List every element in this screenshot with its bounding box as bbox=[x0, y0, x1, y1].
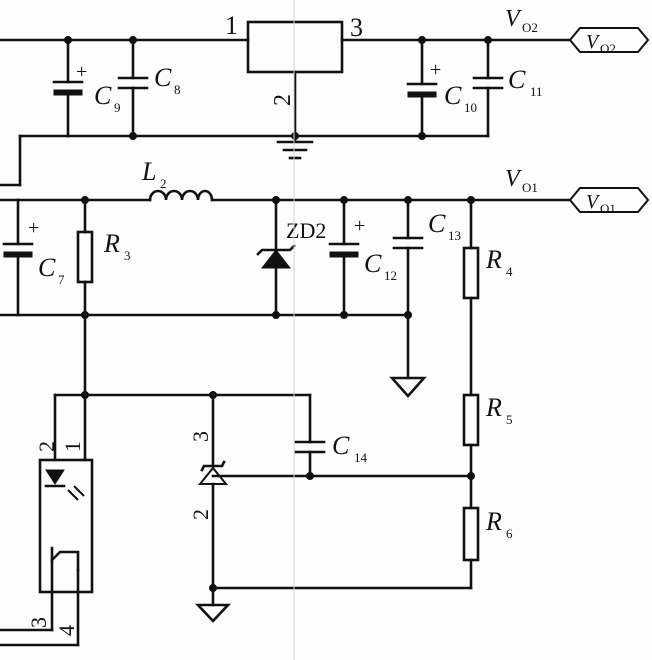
svg-text:V: V bbox=[586, 31, 601, 53]
inductor-l2 bbox=[148, 189, 214, 202]
c13-sub: 13 bbox=[448, 228, 461, 243]
zener-diode-zd2 bbox=[256, 198, 296, 317]
vo1-output-tag: V O1 bbox=[568, 187, 650, 216]
vo1-rail bbox=[0, 196, 572, 204]
regulator-pin3: 3 bbox=[350, 13, 363, 42]
svg-text:O2: O2 bbox=[600, 41, 616, 56]
c9-polarity: + bbox=[76, 61, 87, 83]
voltage-regulator: 1 3 2 bbox=[225, 11, 363, 142]
c10-sub: 10 bbox=[464, 100, 477, 115]
c14-label: C bbox=[332, 431, 350, 460]
capacitor-c7: + bbox=[2, 198, 39, 317]
capacitor-c14 bbox=[294, 393, 326, 478]
r6-label: R bbox=[485, 507, 502, 536]
ground-symbol-vo1 bbox=[389, 376, 427, 398]
capacitor-c8 bbox=[117, 38, 149, 138]
optocoupler bbox=[38, 458, 94, 594]
r4-sub: 4 bbox=[506, 264, 513, 279]
c10-polarity: + bbox=[430, 59, 441, 81]
r6-sub: 6 bbox=[506, 526, 513, 541]
voltage-divider bbox=[462, 198, 480, 590]
capacitor-c13 bbox=[392, 198, 424, 380]
opto-pin2: 2 bbox=[34, 441, 59, 452]
vo2-rail bbox=[0, 36, 572, 44]
c10-label: C bbox=[444, 81, 462, 110]
opto-pin3: 3 bbox=[26, 617, 51, 628]
vo2-output-tag: V O2 bbox=[568, 27, 650, 56]
vo1-label: V bbox=[505, 166, 522, 192]
regulator-pin1: 1 bbox=[225, 11, 238, 40]
c7-sub: 7 bbox=[58, 272, 65, 287]
c12-sub: 12 bbox=[384, 268, 397, 283]
r5-sub: 5 bbox=[506, 412, 513, 427]
capacitor-c12: + bbox=[328, 198, 365, 317]
r3-sub: 3 bbox=[124, 248, 131, 263]
c7-label: C bbox=[38, 253, 56, 282]
svg-text:V: V bbox=[586, 191, 601, 213]
tl431-pin2: 2 bbox=[188, 509, 213, 520]
r4-label: R bbox=[485, 245, 502, 274]
c8-sub: 8 bbox=[174, 82, 181, 97]
c8-label: C bbox=[154, 63, 172, 92]
c11-sub: 11 bbox=[530, 84, 543, 99]
vo1-label-sub: O1 bbox=[522, 180, 538, 195]
zd2-label: ZD2 bbox=[286, 218, 326, 243]
c7-polarity: + bbox=[28, 217, 39, 239]
c12-polarity: + bbox=[354, 215, 365, 237]
c12-label: C bbox=[364, 249, 382, 278]
l2-sub: 2 bbox=[160, 176, 167, 191]
resistor-r3 bbox=[76, 198, 94, 317]
r3-label: R bbox=[103, 229, 120, 258]
c9-label: C bbox=[94, 81, 112, 110]
regulator-pin2: 2 bbox=[270, 94, 296, 106]
capacitor-c10: + bbox=[406, 38, 441, 138]
opto-pin4: 4 bbox=[54, 625, 79, 636]
c13-label: C bbox=[428, 209, 446, 238]
c14-sub: 14 bbox=[354, 450, 368, 465]
svg-text:O1: O1 bbox=[600, 201, 616, 216]
vo2-label: V bbox=[505, 6, 522, 32]
ground-symbol-regulator bbox=[276, 140, 314, 160]
c11-label: C bbox=[508, 65, 526, 94]
tl431-pin3: 3 bbox=[188, 431, 213, 442]
l2-label: L bbox=[141, 157, 156, 186]
capacitor-c11 bbox=[472, 38, 504, 138]
opto-pin1: 1 bbox=[60, 441, 85, 452]
capacitor-c9: + bbox=[52, 38, 87, 138]
vo2-label-sub: O2 bbox=[522, 20, 538, 35]
ground-symbol-tl431 bbox=[194, 603, 232, 623]
c9-sub: 9 bbox=[114, 100, 121, 115]
r5-label: R bbox=[485, 393, 502, 422]
